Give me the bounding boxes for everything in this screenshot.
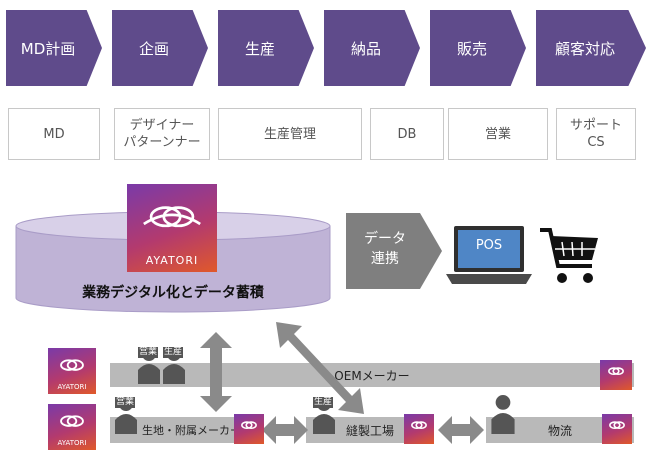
- horizontal-double-arrow-left: [262, 416, 308, 444]
- bar-label: 物流: [547, 423, 572, 438]
- flow-step-label: 企画: [138, 39, 169, 58]
- person-tag-sales: 営業: [115, 397, 136, 408]
- knot-icon: [60, 359, 84, 371]
- ayatori-logo-main: AYATORI: [127, 184, 217, 272]
- logo-text: AYATORI: [57, 383, 87, 392]
- flow-step-label: 生産: [244, 39, 275, 58]
- flow-step-label: 納品: [350, 39, 381, 58]
- flow-step-md-plan: MD計画: [6, 10, 102, 86]
- horizontal-double-arrow-right: [438, 416, 484, 444]
- function-line2: CS: [587, 135, 605, 150]
- function-box-db: DB: [370, 108, 444, 160]
- flow-step-customer-support: 顧客対応: [536, 10, 646, 86]
- knot-icon: [143, 206, 201, 228]
- vertical-double-arrow: [200, 332, 232, 412]
- flow-step-planning: 企画: [112, 10, 208, 86]
- function-line2: パターンナー: [123, 135, 201, 150]
- bar-label: OEMメーカー: [334, 368, 410, 383]
- person-icon: [491, 395, 515, 434]
- ayatori-logo-small: AYATORI: [48, 404, 96, 450]
- function-box-production-mgmt: 生産管理: [218, 108, 362, 160]
- knot-icon: [241, 421, 257, 430]
- function-line1: 営業: [484, 126, 511, 142]
- ayatori-logo-tiny: [600, 360, 632, 390]
- flow-step-delivery: 納品: [324, 10, 420, 86]
- logo-text: AYATORI: [57, 439, 87, 448]
- function-box-designer: デザイナーパターンナー: [114, 108, 210, 160]
- data-link-label: データ 連携: [350, 229, 420, 269]
- person-tag-production: 生産: [163, 347, 184, 358]
- function-line1: DB: [397, 126, 417, 142]
- bar-oem-maker: OEMメーカー: [110, 363, 634, 387]
- flow-step-production: 生産: [218, 10, 314, 86]
- bar-label: 生地・附属メーカー: [142, 424, 241, 437]
- ayatori-logo-tiny: [404, 414, 434, 444]
- function-box-support: サポート CS: [556, 108, 636, 160]
- data-link-arrow: [346, 213, 442, 289]
- bar-label: 縫製工場: [345, 423, 394, 438]
- flow-step-label: MD計画: [20, 39, 76, 58]
- knot-icon: [608, 367, 624, 376]
- function-box-md: MD: [8, 108, 100, 160]
- person-tag-sales: 営業: [138, 347, 159, 358]
- flow-step-label: 顧客対応: [554, 39, 615, 58]
- knot-icon: [411, 421, 427, 430]
- function-line1: 生産管理: [263, 126, 316, 142]
- pos-label: POS: [475, 238, 503, 253]
- data-link-line1: データ: [364, 231, 406, 247]
- data-link-line2: 連携: [371, 251, 399, 267]
- function-line1: MD: [43, 126, 65, 142]
- ayatori-logo-tiny: [602, 414, 632, 444]
- function-line1: デザイナー: [129, 118, 195, 133]
- laptop-icon: [446, 226, 532, 284]
- diagonal-double-arrow: [276, 322, 364, 414]
- knot-icon: [60, 415, 84, 427]
- ayatori-logo-tiny: [234, 414, 264, 444]
- platform-label: 業務デジタル化とデータ蓄積: [82, 285, 264, 301]
- logo-text: AYATORI: [145, 253, 199, 267]
- ayatori-logo-small: AYATORI: [48, 348, 96, 394]
- knot-icon: [609, 421, 625, 430]
- person-tag-production: 生産: [313, 397, 334, 408]
- flow-step-sales: 販売: [430, 10, 526, 86]
- function-box-sales: 営業: [448, 108, 548, 160]
- function-line1: サポート: [569, 118, 622, 133]
- flow-step-label: 販売: [456, 39, 487, 58]
- shopping-cart-icon: [540, 228, 598, 283]
